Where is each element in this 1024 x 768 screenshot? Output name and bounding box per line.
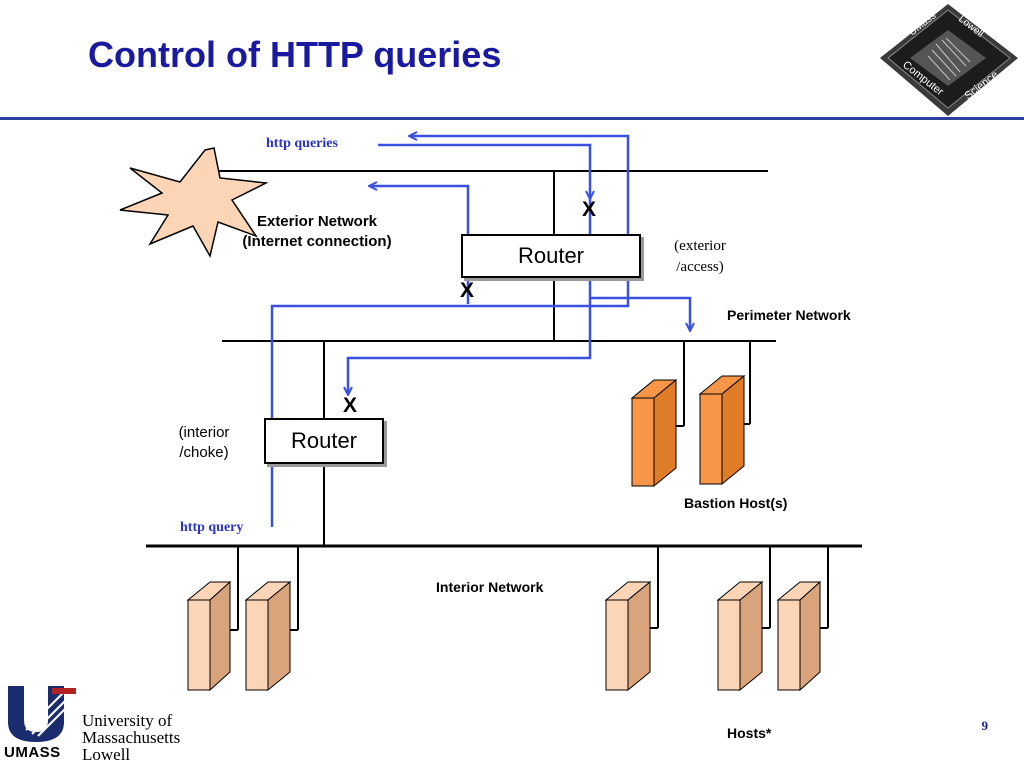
- umass-cs-badge: UMass Lowell Computer Science: [880, 4, 1018, 116]
- http-queries-label: http queries: [266, 136, 338, 151]
- interior-network-label: Interior Network: [436, 579, 544, 595]
- interior-choke-line2: /choke): [179, 444, 229, 461]
- page-title: Control of HTTP queries: [88, 34, 502, 75]
- bastion-host-2: [698, 341, 751, 486]
- page-number: 9: [981, 718, 989, 733]
- flow-arrow-to-perimeter: [590, 296, 690, 330]
- exterior-access-line2: /access): [676, 259, 724, 275]
- interior-host-4: [716, 546, 771, 692]
- exterior-access-label: (exterior /access): [660, 236, 740, 278]
- interior-host-3: [604, 546, 659, 692]
- university-line1: University of: [82, 711, 173, 730]
- university-line2: Massachusetts: [82, 728, 181, 747]
- exterior-router: Router: [461, 234, 641, 278]
- flow-arrow-inbound-blocked: [378, 143, 590, 198]
- interior-host-5: [776, 546, 829, 692]
- exterior-access-line1: (exterior: [674, 238, 726, 254]
- exterior-network-line2: (Internet connection): [242, 233, 392, 250]
- university-name: University of Massachusetts Lowell: [82, 712, 180, 763]
- interior-host-1: [186, 546, 239, 692]
- interior-router: Router: [264, 418, 384, 464]
- flow-arrow-query-to-outside: [270, 136, 630, 527]
- block-mark-interior: X: [343, 394, 358, 417]
- umass-logo-icon: [8, 683, 79, 742]
- http-query-label: http query: [180, 520, 244, 535]
- exterior-network-label: Exterior Network (Internet connection): [232, 212, 402, 252]
- title-divider: [0, 117, 1024, 120]
- university-line3: Lowell: [82, 745, 131, 764]
- interior-choke-line1: (interior: [178, 424, 230, 441]
- perimeter-network-label: Perimeter Network: [727, 307, 851, 323]
- bastion-host-1: [630, 341, 685, 488]
- flow-arrow-to-interior-blocked: [348, 198, 592, 394]
- hosts-label: Hosts*: [727, 725, 772, 741]
- interior-host-2: [244, 546, 299, 692]
- exterior-network-line1: Exterior Network: [256, 213, 378, 230]
- interior-choke-label: (interior /choke): [166, 423, 242, 463]
- block-mark-perimeter: X: [460, 279, 475, 302]
- umass-wordmark: UMASS: [4, 744, 61, 761]
- internet-burst-icon: [119, 147, 269, 259]
- bastion-hosts-label: Bastion Host(s): [684, 495, 788, 511]
- block-mark-exterior: X: [582, 198, 597, 221]
